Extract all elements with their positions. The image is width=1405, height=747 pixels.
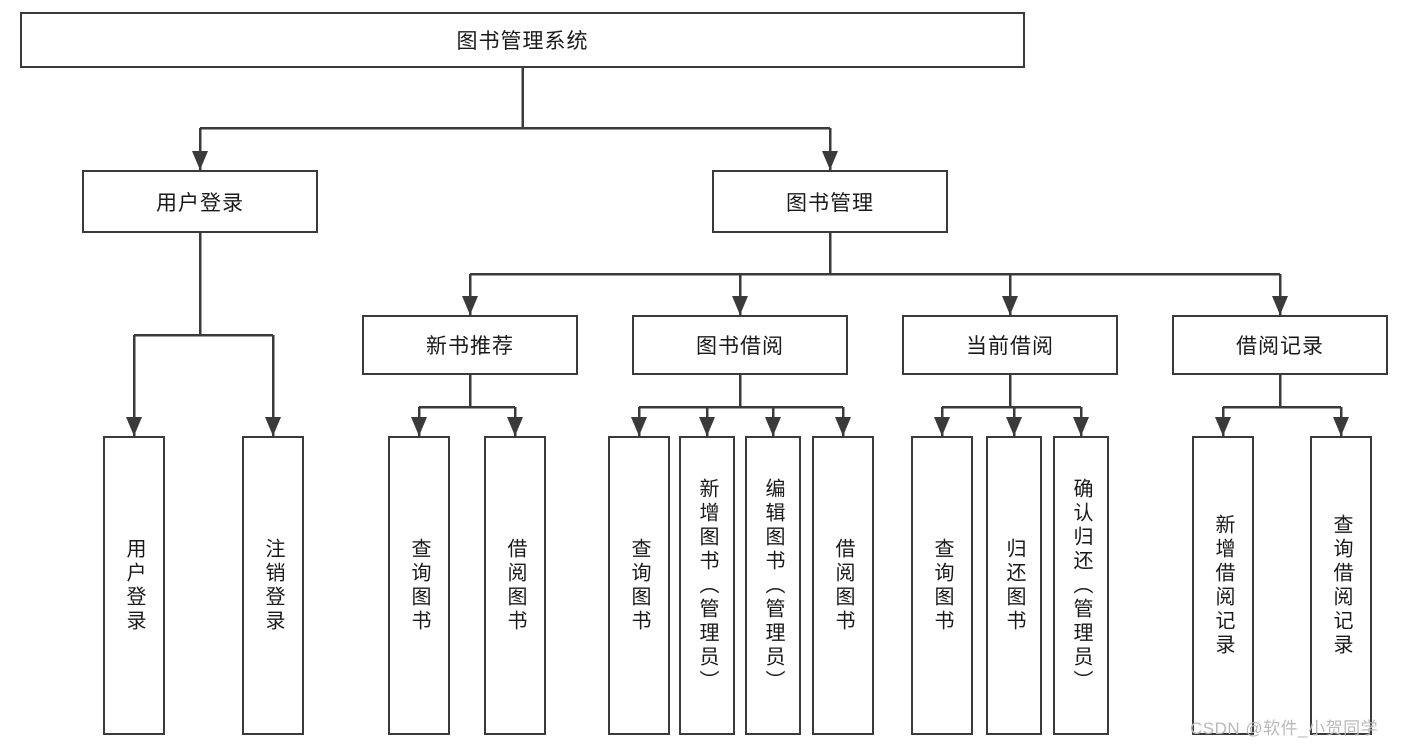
arrowhead-icon bbox=[934, 417, 950, 436]
node-leaf-user-login[interactable]: 用户登录 bbox=[103, 436, 165, 735]
node-leaf-return-book[interactable]: 归还图书 bbox=[986, 436, 1042, 735]
arrowhead-icon bbox=[126, 417, 142, 436]
node-leaf-add-record[interactable]: 新增借阅记录 bbox=[1192, 436, 1254, 735]
arrowhead-icon bbox=[1073, 417, 1089, 436]
arrowhead-icon bbox=[1002, 296, 1018, 315]
node-label: 图书管理 bbox=[786, 191, 874, 215]
node-leaf-borrow-book-2[interactable]: 借阅图书 bbox=[812, 436, 874, 735]
node-leaf-query-book-3[interactable]: 查询图书 bbox=[911, 436, 973, 735]
arrowhead-icon bbox=[1215, 417, 1231, 436]
node-label: 查询图书 bbox=[408, 537, 430, 634]
node-root[interactable]: 图书管理系统 bbox=[20, 12, 1025, 68]
arrowhead-icon bbox=[732, 296, 748, 315]
node-leaf-edit-book[interactable]: 编辑图书（管理员） bbox=[745, 436, 801, 735]
arrowhead-icon bbox=[462, 296, 478, 315]
node-label: 借阅图书 bbox=[504, 537, 526, 634]
node-current-borrow[interactable]: 当前借阅 bbox=[902, 315, 1118, 375]
node-label: 用户登录 bbox=[156, 191, 244, 215]
node-label: 确认归还（管理员） bbox=[1070, 477, 1092, 694]
node-leaf-query-record[interactable]: 查询借阅记录 bbox=[1310, 436, 1372, 735]
node-label: 借阅图书 bbox=[832, 537, 854, 634]
node-label: 图书借阅 bbox=[696, 335, 784, 358]
node-leaf-borrow-book-1[interactable]: 借阅图书 bbox=[484, 436, 546, 735]
node-leaf-add-book[interactable]: 新增图书（管理员） bbox=[679, 436, 735, 735]
arrowhead-icon bbox=[699, 417, 715, 436]
node-label: 编辑图书（管理员） bbox=[762, 477, 784, 694]
node-label: 归还图书 bbox=[1003, 537, 1025, 634]
node-label: 查询借阅记录 bbox=[1330, 513, 1352, 658]
arrowhead-icon bbox=[631, 417, 647, 436]
node-label: 当前借阅 bbox=[966, 335, 1054, 358]
arrowhead-icon bbox=[411, 417, 427, 436]
node-user-login[interactable]: 用户登录 bbox=[82, 170, 318, 233]
arrowhead-icon bbox=[822, 151, 838, 170]
arrowhead-icon bbox=[765, 417, 781, 436]
node-label: 新书推荐 bbox=[426, 335, 514, 358]
node-leaf-query-book-1[interactable]: 查询图书 bbox=[388, 436, 450, 735]
arrowhead-icon bbox=[507, 417, 523, 436]
arrowhead-icon bbox=[1333, 417, 1349, 436]
arrowhead-icon bbox=[265, 417, 281, 436]
node-leaf-query-book-2[interactable]: 查询图书 bbox=[608, 436, 670, 735]
watermark: CSDN @软件_小贺同学 bbox=[1190, 719, 1379, 738]
node-book-borrow[interactable]: 图书借阅 bbox=[632, 315, 848, 375]
arrowhead-icon bbox=[192, 151, 208, 170]
node-label: 新增借阅记录 bbox=[1212, 513, 1234, 658]
node-label: 注销登录 bbox=[262, 537, 284, 634]
node-label: 图书管理系统 bbox=[456, 30, 589, 53]
node-new-book-rec[interactable]: 新书推荐 bbox=[362, 315, 578, 375]
node-borrow-record[interactable]: 借阅记录 bbox=[1172, 315, 1388, 375]
arrowhead-icon bbox=[1272, 296, 1288, 315]
node-book-manage[interactable]: 图书管理 bbox=[712, 170, 948, 233]
node-label: 查询图书 bbox=[931, 537, 953, 634]
node-label: 查询图书 bbox=[628, 537, 650, 634]
node-label: 新增图书（管理员） bbox=[696, 477, 718, 694]
node-leaf-confirm-return[interactable]: 确认归还（管理员） bbox=[1053, 436, 1109, 735]
arrowhead-icon bbox=[835, 417, 851, 436]
node-leaf-logout[interactable]: 注销登录 bbox=[242, 436, 304, 735]
node-label: 借阅记录 bbox=[1236, 335, 1324, 358]
node-label: 用户登录 bbox=[123, 537, 145, 634]
arrowhead-icon bbox=[1006, 417, 1022, 436]
